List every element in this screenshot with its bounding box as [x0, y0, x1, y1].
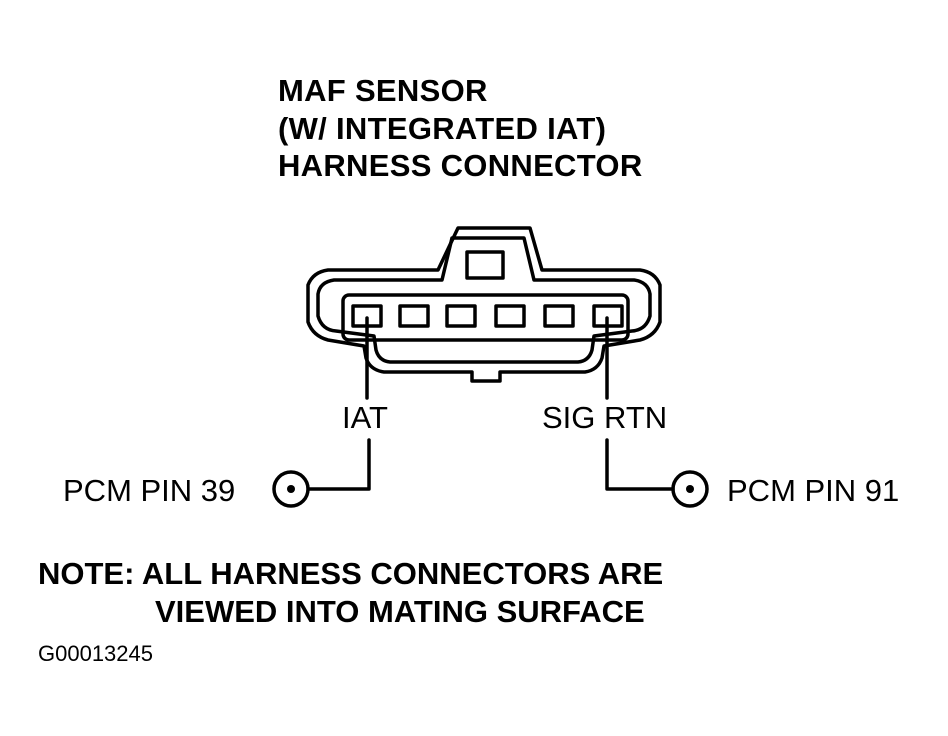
- title-line-2: (W/ INTEGRATED IAT): [278, 111, 607, 146]
- pcm-pin-91-terminal-dot: [686, 485, 694, 493]
- pin-3: [445, 304, 477, 328]
- wire-to-pcm-pin-39: [307, 438, 371, 491]
- title-line-3: HARNESS CONNECTOR: [278, 148, 643, 183]
- pcm-pin-39-terminal: [272, 470, 310, 508]
- sig-rtn-pin-label: SIG RTN: [542, 400, 668, 435]
- pcm-pin-39-label: PCM PIN 39: [63, 473, 236, 508]
- connector-housing-outer: [306, 226, 662, 383]
- pcm-pin-91-label: PCM PIN 91: [727, 473, 900, 508]
- iat-pin-label: IAT: [342, 400, 388, 435]
- pin-4: [494, 304, 526, 328]
- note-line-2: VIEWED INTO MATING SURFACE: [155, 594, 645, 629]
- pin-2: [398, 304, 430, 328]
- pcm-pin-39-terminal-dot: [287, 485, 295, 493]
- wire-to-pcm-pin-91: [605, 438, 675, 491]
- note-line-1: NOTE: ALL HARNESS CONNECTORS ARE: [38, 556, 664, 591]
- title-line-1: MAF SENSOR: [278, 73, 488, 108]
- pcm-pin-91-terminal: [671, 470, 709, 508]
- connector-housing-inner: [316, 236, 652, 364]
- pin-5: [543, 304, 575, 328]
- connector-latch: [465, 250, 505, 280]
- figure-id: G00013245: [38, 641, 153, 666]
- pin-cavity: [341, 293, 630, 342]
